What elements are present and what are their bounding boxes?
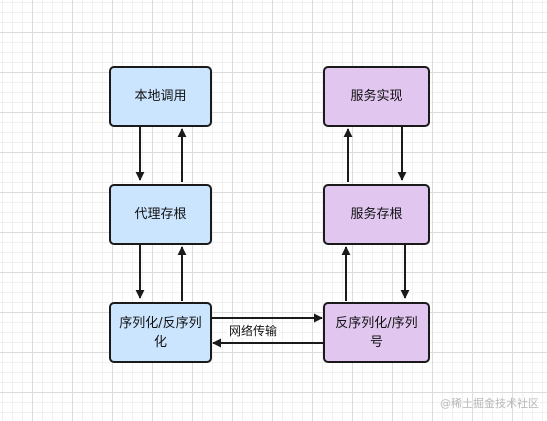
node-proxy-stub: 代理存根 bbox=[109, 184, 212, 245]
network-transfer-label: 网络传输 bbox=[227, 324, 280, 338]
node-client-serialize: 序列化/反序列化 bbox=[109, 302, 212, 363]
node-proxy-stub-label: 代理存根 bbox=[134, 207, 187, 222]
node-service-stub-label: 服务存根 bbox=[350, 207, 403, 222]
node-service-stub: 服务存根 bbox=[323, 184, 430, 245]
node-service-impl: 服务实现 bbox=[323, 66, 430, 127]
node-service-impl-label: 服务实现 bbox=[350, 89, 403, 104]
node-client-serialize-label: 序列化/反序列化 bbox=[119, 315, 202, 350]
node-server-deserialize: 反序列化/序列号 bbox=[323, 302, 430, 363]
node-local-call: 本地调用 bbox=[109, 66, 212, 127]
node-server-deserialize-label: 反序列化/序列号 bbox=[335, 315, 418, 350]
watermark: @稀土掘金技术社区 bbox=[440, 397, 539, 410]
node-local-call-label: 本地调用 bbox=[134, 89, 187, 104]
